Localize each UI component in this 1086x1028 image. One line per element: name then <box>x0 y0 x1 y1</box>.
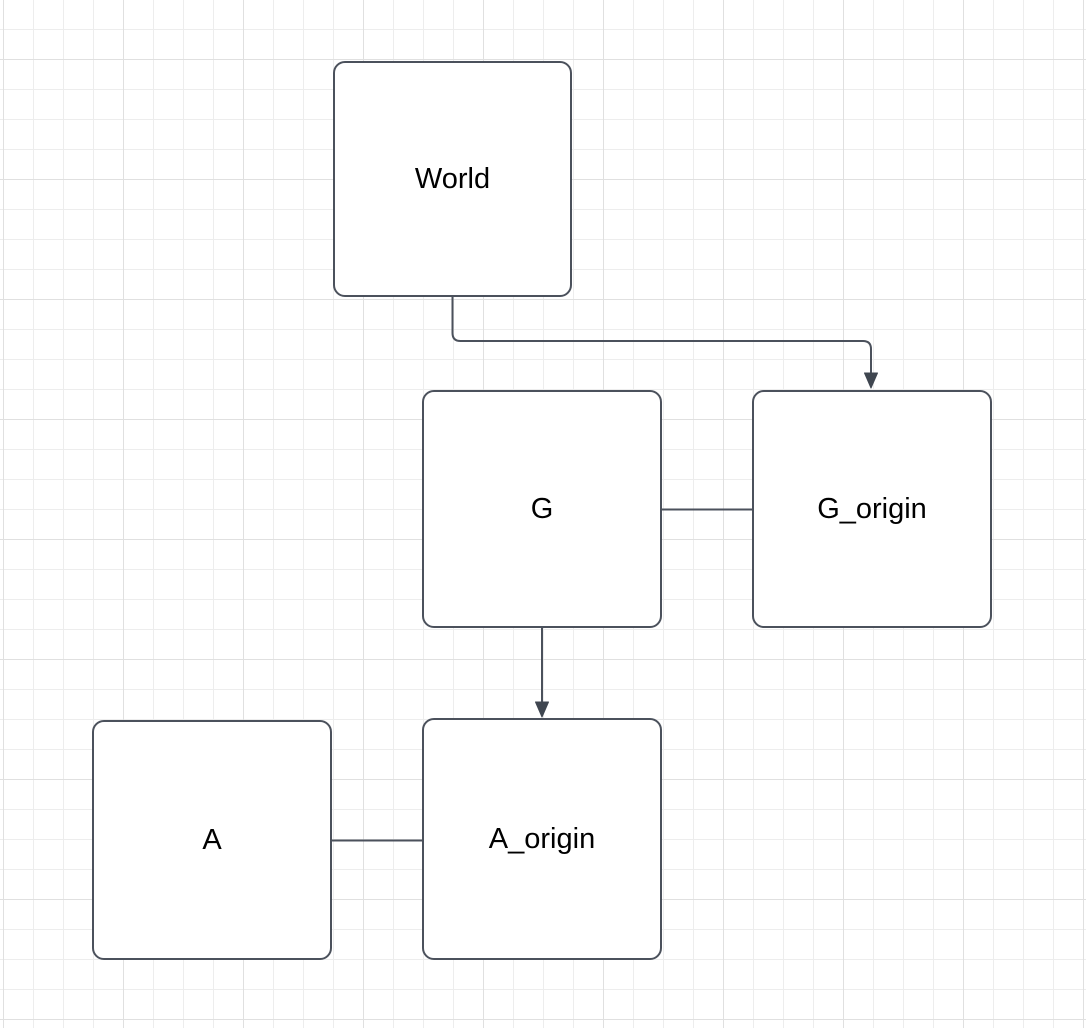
arrowhead-icon <box>864 372 878 389</box>
node-world[interactable]: World <box>333 61 572 297</box>
node-a-origin[interactable]: A_origin <box>422 718 662 960</box>
node-g-origin[interactable]: G_origin <box>752 390 992 628</box>
node-world-label: World <box>414 162 491 195</box>
node-a-origin-label: A_origin <box>488 822 596 855</box>
node-a[interactable]: A <box>92 720 332 960</box>
arrowhead-icon <box>535 701 549 718</box>
node-g-label: G <box>530 492 554 525</box>
node-g[interactable]: G <box>422 390 662 628</box>
edge-world-to-g-origin[interactable] <box>451 297 878 389</box>
node-a-label: A <box>202 823 222 856</box>
edge-g-to-a-origin[interactable] <box>535 628 549 718</box>
node-g-origin-label: G_origin <box>817 492 927 525</box>
